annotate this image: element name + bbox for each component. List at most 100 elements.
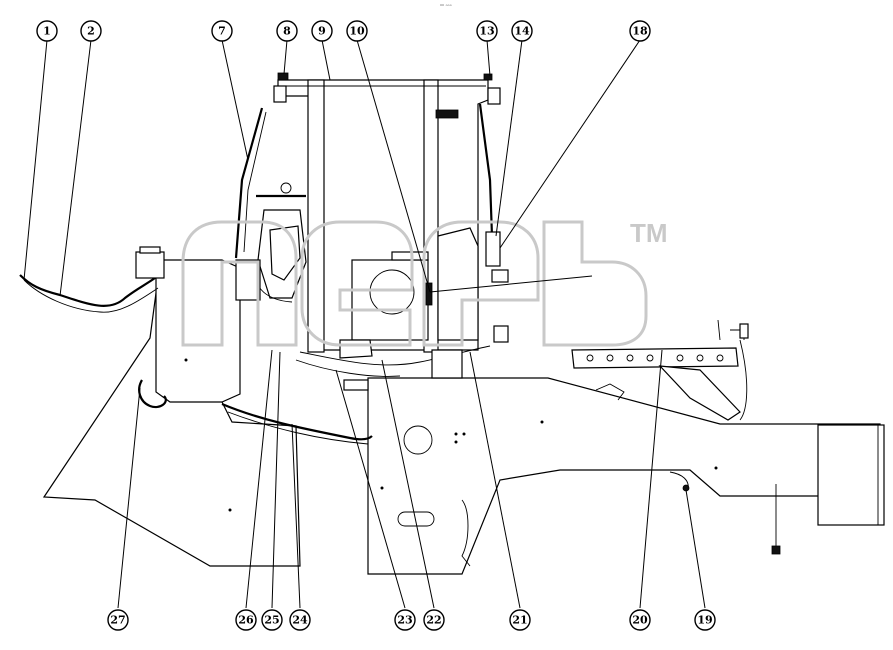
chassis-upper-panel	[343, 379, 369, 391]
callout-10: 10	[346, 20, 368, 42]
roof-lamp-8	[277, 72, 289, 81]
svg-text:14: 14	[514, 25, 530, 38]
rear-canister	[135, 251, 165, 279]
svg-text:26: 26	[238, 614, 254, 627]
hose-upper-2	[23, 279, 159, 313]
callout-21: 21	[509, 609, 531, 631]
front-arm	[658, 365, 741, 421]
control-bar	[571, 347, 739, 369]
leader-18	[499, 39, 641, 249]
seat-back	[437, 227, 479, 341]
callouts: 1 2 7 8 9 10 13 14 18 27 26 25 24 23 22 …	[36, 20, 716, 631]
svg-text:25: 25	[264, 614, 279, 627]
callout-9: 9	[311, 20, 333, 42]
control-bar-hole-5	[676, 354, 684, 362]
corner-mark: ⁰⁰ ᵒᵒᵒ	[440, 4, 452, 10]
svg-text:22: 22	[426, 614, 441, 627]
leader-lines	[23, 39, 706, 609]
callout-25: 25	[261, 609, 283, 631]
leader-18b	[429, 275, 593, 293]
control-bar-hole-6	[696, 354, 704, 362]
leader-14	[495, 39, 523, 237]
steering-knob	[280, 182, 292, 194]
leader-7	[221, 39, 249, 161]
mid-bracket	[339, 339, 373, 359]
front-windscreen	[234, 107, 264, 259]
rivet	[454, 440, 458, 444]
rivet	[380, 486, 384, 490]
callout-14: 14	[511, 20, 533, 42]
control-bar-hole-1	[586, 354, 594, 362]
callout-22: 22	[423, 609, 445, 631]
roof-lamp-13	[483, 73, 493, 81]
leader-27	[117, 387, 141, 609]
main-chassis	[367, 377, 881, 575]
svg-text:24: 24	[292, 614, 308, 627]
roof-light-left	[273, 85, 287, 103]
chassis-slot	[397, 511, 435, 527]
leader-10	[356, 39, 431, 293]
hose-upper	[19, 274, 156, 307]
leader-26	[245, 349, 273, 609]
seat-box-strip	[425, 282, 433, 306]
front-lever	[595, 383, 625, 401]
rear-windscreen	[478, 103, 494, 237]
callout-23: 23	[394, 609, 416, 631]
chassis-lower-curve	[461, 499, 471, 567]
callout-24: 24	[289, 609, 311, 631]
svg-text:13: 13	[479, 25, 494, 38]
cab-pillar-left	[307, 79, 325, 353]
svg-text:21: 21	[512, 614, 527, 627]
leader-1	[23, 39, 48, 281]
seat-top	[391, 251, 429, 261]
cab-floor-block	[235, 259, 261, 301]
leader-25	[271, 351, 281, 609]
callout-20: 20	[629, 609, 651, 631]
front-box	[817, 424, 885, 526]
svg-text:23: 23	[397, 614, 412, 627]
control-bar-hole-3	[626, 354, 634, 362]
callout-8: 8	[276, 20, 298, 42]
leader-21	[469, 351, 521, 609]
svg-text:2: 2	[87, 25, 95, 38]
leader-22	[381, 359, 435, 609]
rear-canister-top	[139, 246, 161, 254]
leader-8	[283, 39, 288, 75]
roof-light-right	[487, 87, 501, 105]
leader-20	[639, 349, 663, 609]
front-plate	[739, 323, 749, 339]
svg-text:1: 1	[43, 25, 51, 38]
callout-7: 7	[211, 20, 233, 42]
leader-2	[59, 39, 92, 297]
svg-text:19: 19	[697, 614, 712, 627]
lower-hose-a	[221, 402, 373, 441]
mid-hose-2	[295, 359, 401, 377]
rear-hood	[155, 259, 241, 403]
hanging-cable-end	[771, 545, 781, 555]
mid-bracket-2	[431, 349, 463, 379]
coil-hose	[138, 379, 167, 409]
rivet	[454, 432, 458, 436]
lower-hose-b	[227, 411, 369, 445]
callout-18: 18	[629, 20, 651, 42]
callout-13: 13	[476, 20, 498, 42]
seat-box-round	[369, 269, 415, 315]
front-wiper	[243, 111, 267, 253]
callout-26: 26	[235, 609, 257, 631]
callout-27: 27	[107, 609, 129, 631]
machine-drawing	[19, 72, 885, 575]
leader-24	[291, 423, 301, 609]
chassis-hole	[403, 425, 433, 455]
side-panel-bracket	[491, 269, 509, 283]
control-bar-hole-4	[646, 354, 654, 362]
svg-text:27: 27	[110, 614, 125, 627]
leader-23	[335, 369, 406, 609]
svg-text:10: 10	[349, 25, 365, 38]
callout-1: 1	[36, 20, 58, 42]
svg-text:20: 20	[632, 614, 648, 627]
svg-text:8: 8	[283, 25, 291, 38]
callout-19: 19	[694, 609, 716, 631]
control-bar-hole-7	[716, 354, 724, 362]
callout-2: 2	[80, 20, 102, 42]
mid-hose	[299, 345, 491, 366]
